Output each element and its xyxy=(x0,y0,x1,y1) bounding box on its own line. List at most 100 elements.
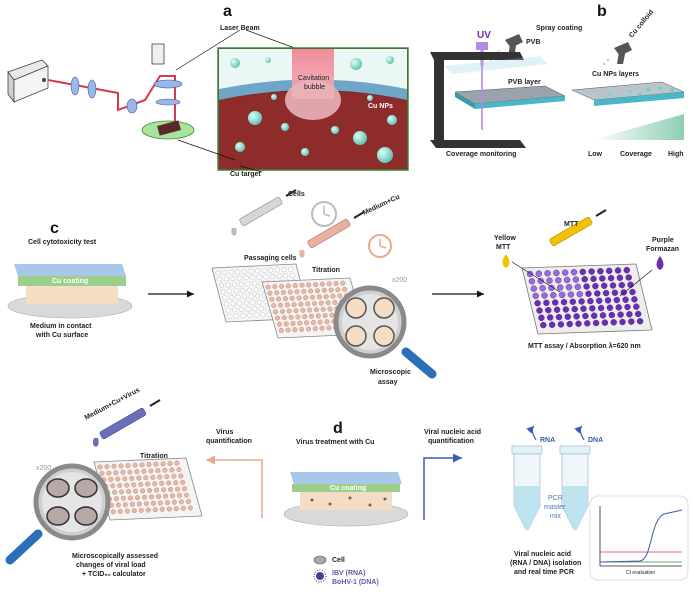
well xyxy=(232,282,238,288)
panel-label-d: d xyxy=(333,420,343,437)
titration-label-c: Titration xyxy=(312,267,340,274)
well xyxy=(601,282,608,289)
well xyxy=(160,461,166,467)
well xyxy=(245,281,251,287)
well xyxy=(122,476,128,482)
well xyxy=(110,483,116,489)
well xyxy=(619,318,626,326)
spray-coating-label: Spray coating xyxy=(536,25,582,32)
well xyxy=(306,326,312,332)
pvb-substrate xyxy=(454,85,566,109)
well xyxy=(141,468,147,474)
well xyxy=(230,301,236,307)
well xyxy=(312,326,318,332)
well xyxy=(283,321,289,327)
well xyxy=(284,302,290,308)
yellow-drop-icon xyxy=(502,254,510,268)
viral-isolation-label-1: Viral nucleic acid xyxy=(514,551,571,558)
well xyxy=(540,321,547,329)
coverage-label: Coverage xyxy=(620,151,652,158)
well xyxy=(276,321,282,327)
well xyxy=(232,307,238,313)
well xyxy=(309,313,315,319)
well xyxy=(133,488,139,494)
well xyxy=(252,306,258,312)
well xyxy=(240,288,246,293)
well xyxy=(557,284,564,291)
medium-contact-label-1: Medium in contact xyxy=(30,323,92,330)
laser-beam-label: Laser Beam xyxy=(220,25,260,32)
x200-label-d: x200 xyxy=(36,465,51,472)
well xyxy=(225,307,231,313)
well xyxy=(139,462,145,468)
well xyxy=(122,502,128,508)
well xyxy=(237,300,243,306)
well xyxy=(319,281,325,287)
viral-isolation-label-2: (RNA / DNA) isolation xyxy=(510,560,581,567)
legend-bohv-label: BoHV-1 (DNA) xyxy=(332,579,379,586)
well xyxy=(575,320,582,327)
well xyxy=(250,300,256,305)
well xyxy=(555,277,562,284)
well xyxy=(166,506,172,512)
micro-assessed-label-2: changes of viral load xyxy=(76,562,146,569)
purple-formazan-label-1: Purple xyxy=(652,237,674,244)
well xyxy=(278,327,284,333)
well xyxy=(624,303,631,311)
high-label: High xyxy=(668,151,684,158)
panel-label-c: c xyxy=(50,220,59,237)
well xyxy=(582,312,589,320)
well xyxy=(281,315,287,321)
well xyxy=(300,307,306,313)
cavitation-label-2: bubble xyxy=(304,84,325,91)
well xyxy=(127,495,133,501)
well xyxy=(565,284,573,291)
dna-label: DNA xyxy=(588,437,603,444)
well xyxy=(255,293,261,299)
ct-evaluation-label: Ct evaluation xyxy=(626,570,655,576)
well xyxy=(150,500,156,506)
panel-label-a: a xyxy=(223,3,232,20)
well xyxy=(617,311,624,318)
well xyxy=(281,290,287,296)
well xyxy=(148,494,154,500)
well xyxy=(532,292,539,300)
well xyxy=(132,462,138,468)
well xyxy=(572,276,580,283)
well xyxy=(310,319,316,325)
mtt-plate xyxy=(521,263,653,335)
well xyxy=(134,495,140,501)
well xyxy=(610,319,617,326)
well xyxy=(315,313,321,319)
cell-cytotoxicity-title: Cell cytotoxicity test xyxy=(28,239,97,246)
well xyxy=(293,308,299,314)
well xyxy=(169,493,175,499)
well xyxy=(111,463,117,469)
well xyxy=(326,325,332,331)
well xyxy=(115,476,121,482)
well xyxy=(316,294,322,300)
micro-assessed-label-3: + TCID₅₀ calculator xyxy=(82,571,146,578)
well xyxy=(633,303,640,310)
well xyxy=(282,296,288,302)
well xyxy=(157,500,163,506)
legend-virus-icon xyxy=(313,569,327,583)
well xyxy=(321,287,327,293)
cu-nps-substrate xyxy=(571,81,685,106)
well xyxy=(120,495,126,501)
well xyxy=(126,489,132,495)
well xyxy=(267,290,273,296)
well xyxy=(303,295,309,301)
well xyxy=(530,285,537,292)
well xyxy=(313,282,319,288)
coverage-gradient-wedge xyxy=(592,114,684,140)
well xyxy=(592,319,600,327)
well xyxy=(180,505,186,511)
well xyxy=(260,312,266,318)
well xyxy=(611,289,619,296)
well xyxy=(136,475,142,481)
well xyxy=(167,461,173,467)
well xyxy=(276,273,282,279)
well xyxy=(615,304,622,311)
well xyxy=(182,486,188,492)
